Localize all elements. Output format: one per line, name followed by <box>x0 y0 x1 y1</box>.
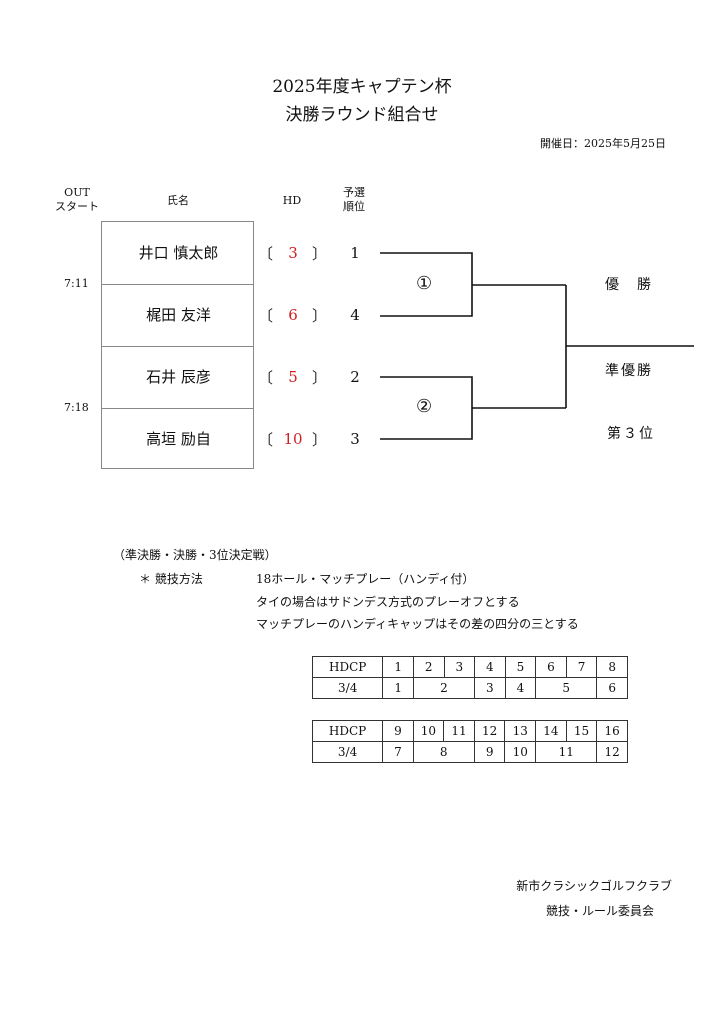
bracket-open: 〔 <box>258 431 274 449</box>
club-name: 新市クラシックゴルフクラブ <box>516 879 672 893</box>
player-name-2: 梶田 友洋 <box>146 306 211 324</box>
match-1-label: ① <box>416 273 433 294</box>
table-cell: 3 <box>474 677 506 699</box>
third-place-label: 第３位 <box>607 426 655 442</box>
row-divider <box>102 346 253 347</box>
table-cell: 2 <box>412 677 476 699</box>
row-divider <box>102 284 253 285</box>
table-cell: 4 <box>504 677 537 699</box>
table-row: 3/4 1 2 3 4 5 6 <box>311 677 628 699</box>
player-name-3: 石井 辰彦 <box>146 368 211 386</box>
bracket-close: 〕 <box>312 307 328 325</box>
table-cell: 5 <box>504 656 537 678</box>
table-cell: 10 <box>412 720 445 742</box>
table-cell: 4 <box>474 656 506 678</box>
bracket-open: 〔 <box>258 245 274 263</box>
rules-line-3: マッチプレーのハンディキャップはその差の四分の三とする <box>256 617 579 631</box>
rank-value-2: 4 <box>350 306 360 324</box>
rank-value-4: 3 <box>350 430 360 448</box>
committee-name: 競技・ルール委員会 <box>545 904 654 918</box>
table-cell: 3/4 <box>311 741 384 763</box>
handicap-table-2: HDCP 9 10 11 12 13 14 15 16 3/4 7 8 9 10… <box>311 720 628 763</box>
event-date: 開催日：2025年5月25日 <box>540 137 666 150</box>
table-cell: 12 <box>596 741 628 763</box>
hd-value-1: 3 <box>288 244 298 262</box>
table-cell: 7 <box>565 656 598 678</box>
table-cell: 15 <box>565 720 598 742</box>
table-cell: 7 <box>382 741 414 763</box>
rules-line-1: 18ホール・マッチプレー（ハンディ付） <box>256 572 475 586</box>
rules-heading: （準決勝・決勝・3位決定戦） <box>113 548 277 562</box>
runner-up-label: 準優勝 <box>605 363 653 379</box>
hd-value-2: 6 <box>288 306 298 324</box>
table-row: HDCP 9 10 11 12 13 14 15 16 <box>311 720 628 742</box>
page-subtitle: 決勝ラウンド組合せ <box>285 105 439 125</box>
table-cell: 5 <box>535 677 598 699</box>
player-name-1: 井口 慎太郎 <box>138 244 219 262</box>
rank-value-3: 2 <box>350 368 360 386</box>
handicap-table-1: HDCP 1 2 3 4 5 6 7 8 3/4 1 2 3 4 5 6 <box>311 656 628 699</box>
bracket-open: 〔 <box>258 307 274 325</box>
out-header-line1: OUT <box>64 186 90 199</box>
rank-header-line2: 順位 <box>343 200 365 213</box>
table-cell: 1 <box>382 677 414 699</box>
table-cell: 9 <box>473 741 506 763</box>
table-cell: 8 <box>412 741 475 763</box>
table-row: HDCP 1 2 3 4 5 6 7 8 <box>311 656 628 678</box>
bracket-close: 〕 <box>312 431 328 449</box>
rank-value-1: 1 <box>350 244 360 262</box>
match-2-label: ② <box>416 396 433 417</box>
player-name-4: 高垣 励自 <box>146 430 211 448</box>
rules-label: ＊ 競技方法 <box>139 572 203 586</box>
table-cell: 11 <box>535 741 598 763</box>
hd-value-3: 5 <box>288 368 298 386</box>
rules-line-2: タイの場合はサドンデス方式のプレーオフとする <box>256 595 520 609</box>
table-cell: 2 <box>412 656 445 678</box>
hd-value-4: 10 <box>283 430 303 448</box>
table-cell: 13 <box>504 720 537 742</box>
table-cell: 9 <box>382 720 414 742</box>
bracket-close: 〕 <box>312 369 328 387</box>
tee-time-1: 7:11 <box>64 277 89 290</box>
table-cell: 3/4 <box>311 677 384 699</box>
bracket-open: 〔 <box>258 369 274 387</box>
table-cell: 10 <box>504 741 537 763</box>
table-cell: HDCP <box>311 656 384 678</box>
bracket-close: 〕 <box>312 245 328 263</box>
table-cell: 12 <box>473 720 506 742</box>
hd-header: HD <box>282 194 302 207</box>
rank-header-line1: 予選 <box>343 186 365 199</box>
tee-time-2: 7:18 <box>64 401 89 414</box>
table-cell: 3 <box>443 656 476 678</box>
table-cell: 6 <box>535 656 567 678</box>
table-cell: HDCP <box>311 720 384 742</box>
row-divider <box>102 408 253 409</box>
table-cell: 8 <box>596 656 628 678</box>
player-name-box: 井口 慎太郎 梶田 友洋 石井 辰彦 高垣 励自 <box>101 221 254 469</box>
table-cell: 16 <box>596 720 628 742</box>
table-cell: 11 <box>443 720 475 742</box>
table-cell: 1 <box>382 656 414 678</box>
out-header-line2: スタート <box>55 200 99 213</box>
table-row: 3/4 7 8 9 10 11 12 <box>311 741 628 763</box>
name-header: 氏名 <box>167 194 189 207</box>
page-title: 2025年度キャプテン杯 <box>272 77 452 97</box>
winner-label: 優 勝 <box>605 277 653 293</box>
out-start-header: OUT スタート <box>52 186 102 214</box>
rank-header: 予選 順位 <box>334 186 374 214</box>
table-cell: 14 <box>535 720 567 742</box>
table-cell: 6 <box>596 677 628 699</box>
